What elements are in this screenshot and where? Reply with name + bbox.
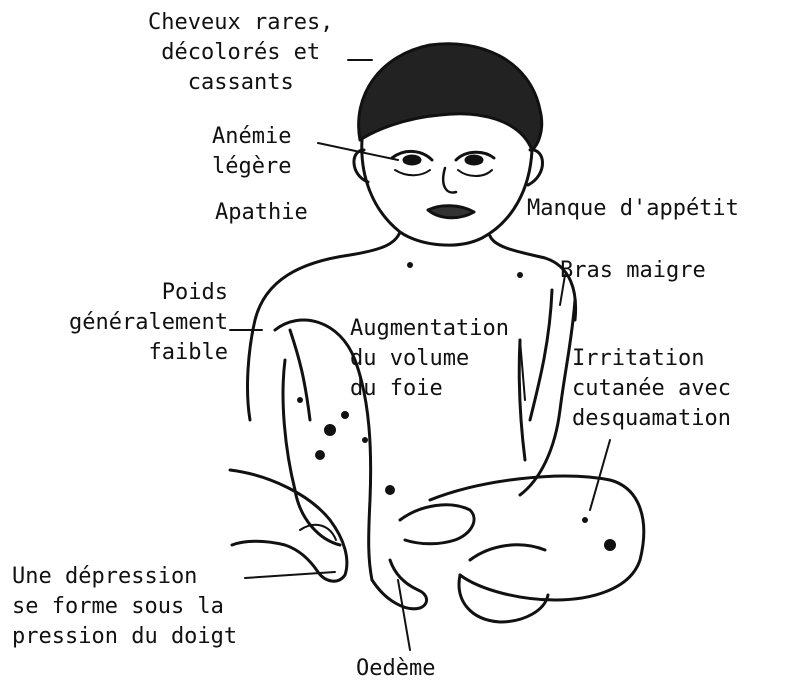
label-skin: Irritation cutanée avec desquamation <box>572 344 731 434</box>
label-liver: Augmentation du volume du foie <box>350 314 509 404</box>
examiner-hand <box>230 470 347 581</box>
nose <box>443 168 456 193</box>
label-hair: Cheveux rares, décolorés et cassants <box>148 8 333 98</box>
label-anemia: Anémie légère <box>212 122 291 182</box>
head-outline <box>362 140 532 245</box>
pointer-skin <box>590 440 610 510</box>
label-arm: Bras maigre <box>560 256 706 286</box>
pointer-anemia <box>318 143 398 160</box>
label-depression: Une dépression se forme sous la pression… <box>12 562 237 652</box>
pointer-oedema <box>398 580 410 650</box>
label-oedema: Oedème <box>356 654 435 684</box>
hand <box>400 505 474 544</box>
mouth <box>428 206 474 218</box>
label-apathy: Apathie <box>215 198 308 228</box>
label-appetite: Manque d'appétit <box>527 194 739 224</box>
hair-shape <box>359 44 542 150</box>
label-weight: Poids généralement faible <box>4 278 228 368</box>
